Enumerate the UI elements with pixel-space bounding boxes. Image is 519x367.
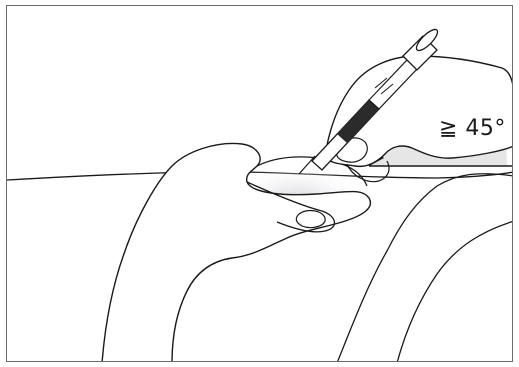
injection-illustration [7, 6, 513, 362]
thumbnail [296, 211, 325, 228]
diagram-frame: ≧ 45° [6, 5, 513, 362]
body-curve [397, 221, 513, 362]
angle-label: ≧ 45° [439, 116, 506, 141]
